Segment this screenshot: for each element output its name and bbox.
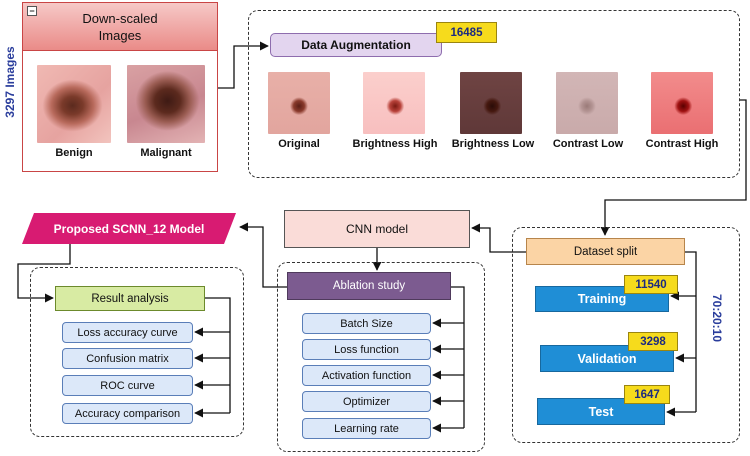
downscaled-images-header: − Down-scaled Images xyxy=(23,3,217,51)
batch-size-item: Batch Size xyxy=(302,313,431,334)
proposed-model-banner xyxy=(22,213,236,244)
benign-label: Benign xyxy=(55,147,93,159)
contrast-low-label: Contrast Low xyxy=(552,138,624,150)
downscaled-images-title: Down-scaled Images xyxy=(82,10,158,43)
brightness-low-image xyxy=(460,72,522,134)
split-ratio-label: 70:20:10 xyxy=(710,293,724,343)
augmentation-panel xyxy=(248,10,740,178)
proposed-model-label: Proposed SCNN_12 Model xyxy=(53,221,205,236)
activation-function-item: Activation function xyxy=(302,365,431,386)
result-analysis-box: Result analysis xyxy=(55,286,205,311)
downscaled-images-panel: − Down-scaled Images Benign Malignant xyxy=(22,2,218,172)
loss-accuracy-curve-item: Loss accuracy curve xyxy=(62,322,193,343)
brightness-high-label: Brightness High xyxy=(352,138,438,150)
dataset-split-box: Dataset split xyxy=(526,238,685,265)
original-image xyxy=(268,72,330,134)
augmentation-count-badge: 16485 xyxy=(436,22,497,43)
data-augmentation-header: Data Augmentation xyxy=(270,33,442,57)
brightness-high-image xyxy=(363,72,425,134)
optimizer-item: Optimizer xyxy=(302,391,431,412)
loss-function-item: Loss function xyxy=(302,339,431,360)
collapse-icon[interactable]: − xyxy=(27,6,37,16)
contrast-low-image xyxy=(556,72,618,134)
validation-count-badge: 3298 xyxy=(628,332,678,351)
cnn-model-box: CNN model xyxy=(284,210,470,248)
confusion-matrix-item: Confusion matrix xyxy=(62,348,193,369)
original-label: Original xyxy=(278,138,320,150)
test-count-badge: 1647 xyxy=(624,385,670,404)
result-analysis-panel xyxy=(30,267,244,437)
training-count-badge: 11540 xyxy=(624,275,678,294)
ablation-study-panel xyxy=(277,262,485,452)
learning-rate-item: Learning rate xyxy=(302,418,431,439)
contrast-high-image xyxy=(651,72,713,134)
ablation-study-box: Ablation study xyxy=(287,272,451,300)
roc-curve-item: ROC curve xyxy=(62,375,193,396)
validation-block: Validation xyxy=(540,345,674,372)
malignant-lesion-image xyxy=(127,65,205,143)
benign-lesion-image xyxy=(37,65,111,143)
contrast-high-label: Contrast High xyxy=(645,138,719,150)
total-images-label: 3297 Images xyxy=(3,46,17,118)
malignant-label: Malignant xyxy=(140,147,192,159)
accuracy-comparison-item: Accuracy comparison xyxy=(62,403,193,424)
brightness-low-label: Brightness Low xyxy=(451,138,535,150)
dataset-split-panel xyxy=(512,227,740,443)
